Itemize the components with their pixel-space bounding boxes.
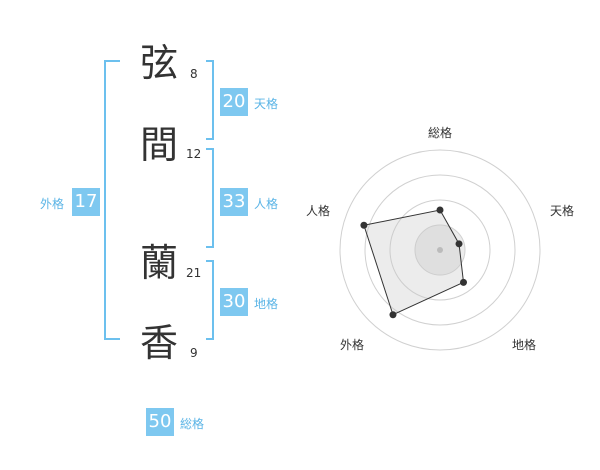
name-char-1: 弦 (140, 41, 179, 85)
gaikaku-label: 外格 (40, 197, 65, 211)
radar-label-chikaku: 地格 (512, 338, 537, 352)
soukaku-score: 50 (146, 408, 174, 436)
radar-point-3 (460, 278, 468, 286)
jinkaku-label: 人格 (254, 197, 279, 211)
stroke-count-3: 21 (186, 266, 202, 280)
name-char-3: 蘭 (140, 241, 179, 285)
tenkaku-label: 天格 (254, 97, 279, 111)
gaikaku-score: 17 (72, 188, 100, 216)
radar-grid-ring (389, 199, 491, 301)
radar-points (360, 206, 468, 319)
radar-point-1 (436, 206, 444, 214)
jinkaku-score: 33 (220, 188, 248, 216)
chikaku-score: 30 (220, 288, 248, 316)
name-char-2: 間 (140, 123, 179, 167)
tenkaku-score: 20 (220, 88, 248, 116)
radar-grid-ring (339, 149, 541, 351)
stroke-count-2: 12 (186, 147, 202, 161)
radar-label-soukaku: 総格 (428, 126, 453, 140)
chikaku-label: 地格 (254, 297, 279, 311)
radar-label-jinkaku: 人格 (306, 204, 331, 218)
stroke-count-4: 9 (190, 346, 198, 360)
radar-point-4 (389, 311, 397, 319)
soukaku-label: 総格 (180, 417, 205, 431)
radar-point-5 (360, 221, 368, 229)
radar-center-dot (437, 247, 443, 253)
name-char-4: 香 (140, 321, 179, 365)
radar-label-gaikaku: 外格 (340, 338, 365, 352)
radar-polygon (363, 209, 465, 316)
radar-label-tenkaku: 天格 (550, 204, 575, 218)
radar-point-2 (455, 240, 463, 248)
radar-grid-ring (364, 174, 516, 326)
stroke-count-1: 8 (190, 67, 198, 81)
